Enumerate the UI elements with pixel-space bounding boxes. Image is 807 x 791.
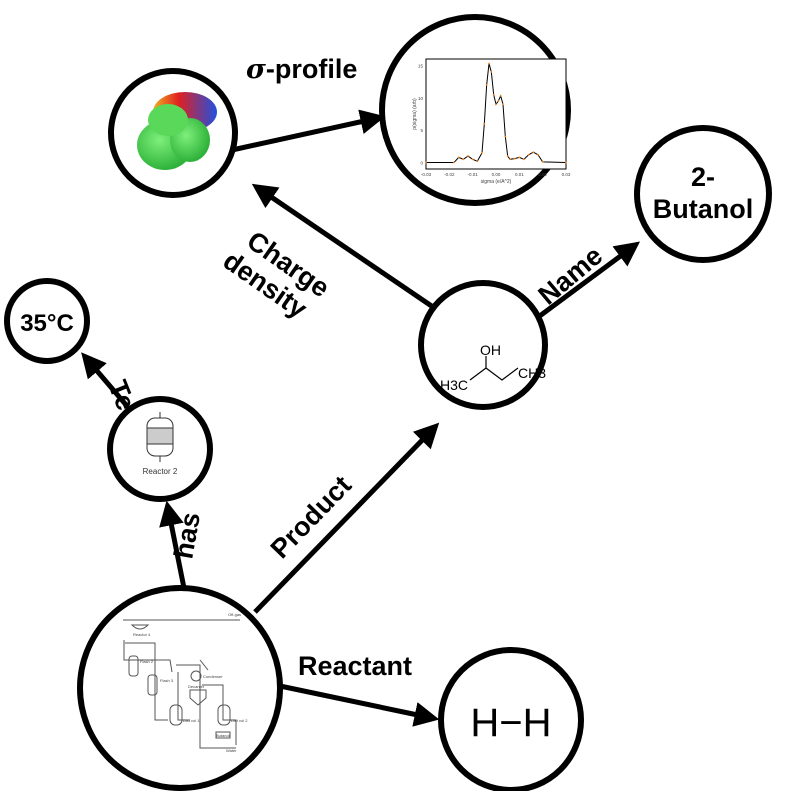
sigma-profile-point [527, 153, 530, 156]
sigma-profile-point [565, 161, 567, 164]
node-product-structure[interactable]: OH H3C CH3 [418, 280, 548, 410]
x-tick-label: 0.02 [538, 172, 547, 177]
hydrogen-formula: H−H [470, 701, 551, 745]
x-tick-label: -0.02 [444, 172, 455, 177]
sigma-profile-point [467, 155, 469, 157]
sigma-profile-point [509, 158, 511, 161]
sigma-profile-point [518, 156, 521, 159]
sigma-profile-point [485, 83, 488, 86]
node-charge-surface[interactable] [108, 68, 238, 198]
edge-reactant [279, 683, 440, 727]
sigma-profile-point [537, 153, 539, 156]
sigma-profile-point [483, 122, 486, 125]
sigma-profile-point [513, 157, 516, 160]
structure-drawing [469, 356, 519, 381]
node-temperature[interactable]: 35°C [4, 278, 90, 364]
name-line2: Butanol [653, 194, 754, 224]
structure-oh: OH [480, 342, 501, 358]
sigma-profile-point [488, 62, 490, 65]
edge-charge-density [251, 183, 435, 310]
edge-has [159, 500, 187, 589]
y-tick-label: 5 [420, 128, 423, 133]
name-line1: 2- [691, 162, 715, 192]
y-tick-label: 10 [418, 96, 424, 101]
sigma-profile-point [499, 94, 502, 97]
edge-product [253, 422, 440, 614]
structure-h3c: H3C [440, 377, 468, 393]
sigma-profile-point [471, 158, 474, 161]
sigma-profile-point [457, 156, 460, 159]
flowsheet-diagram [123, 619, 240, 749]
sigma-profile-point [476, 160, 479, 163]
node-sigma-profile[interactable]: -0.03 -0.02 -0.01 0.00 0.01 0.02 0.03 0 5 10 15 sig… [379, 14, 571, 206]
sigma-profile-point [504, 135, 507, 138]
edge-esp-to-sigma [231, 109, 386, 153]
sigma-profile-point [506, 155, 509, 157]
sigma-profile-point [425, 161, 427, 164]
sigma-profile-point [453, 161, 455, 164]
sigma-profile-line [426, 63, 567, 164]
x-tick-label: 0.00 [492, 172, 501, 177]
sigma-profile-point [495, 103, 497, 106]
sigma-profile-point [497, 100, 500, 102]
sigma-profile-point [462, 158, 465, 161]
x-tick-label: -0.01 [468, 172, 479, 177]
edge-label-reactant: Reactant [298, 651, 412, 681]
node-reactant-hydrogen[interactable]: H−H [438, 647, 584, 791]
y-axis-label: p(sigma) (arb) [412, 98, 418, 130]
node-name[interactable]: 2- Butanol [634, 125, 772, 263]
sigma-profile-point [490, 71, 493, 73]
edge-temp [81, 352, 129, 408]
sigma-profile-point [502, 103, 504, 106]
edge-label-has: has [168, 510, 206, 561]
x-tick-label: -0.03 [421, 172, 432, 177]
esp-surface-image [137, 92, 217, 170]
x-tick-label: 0.01 [515, 172, 524, 177]
y-tick-label: 15 [418, 63, 424, 68]
node-reactor[interactable]: Reactor 2 [107, 396, 213, 502]
reactor-label: Reactor 2 [143, 467, 178, 476]
sigma-profile-plot: -0.03 -0.02 -0.01 0.00 0.01 0.02 0.03 0 5 10 15 sig… [412, 58, 571, 185]
edges [81, 109, 641, 727]
structure-ch3: CH3 [518, 365, 546, 381]
sigma-profile-point [532, 151, 535, 154]
sigma-profile-point [523, 158, 525, 161]
sigma-profile-point [492, 93, 495, 96]
reactor-icon [146, 412, 174, 462]
y-tick-label: 0 [420, 161, 423, 166]
sigma-profile-point [481, 151, 483, 154]
edge-label-sigma-profile: σ-profile [246, 54, 357, 85]
x-axis-label: sigma (e/A^2) [481, 179, 512, 185]
edge-label-charge-density: Charge density [218, 225, 335, 324]
edge-label-product: Product [265, 470, 357, 564]
x-tick-label: 0.03 [562, 172, 571, 177]
edge-name [535, 241, 641, 321]
sigma-profile-point [541, 160, 544, 163]
temperature-value: 35°C [20, 310, 74, 337]
